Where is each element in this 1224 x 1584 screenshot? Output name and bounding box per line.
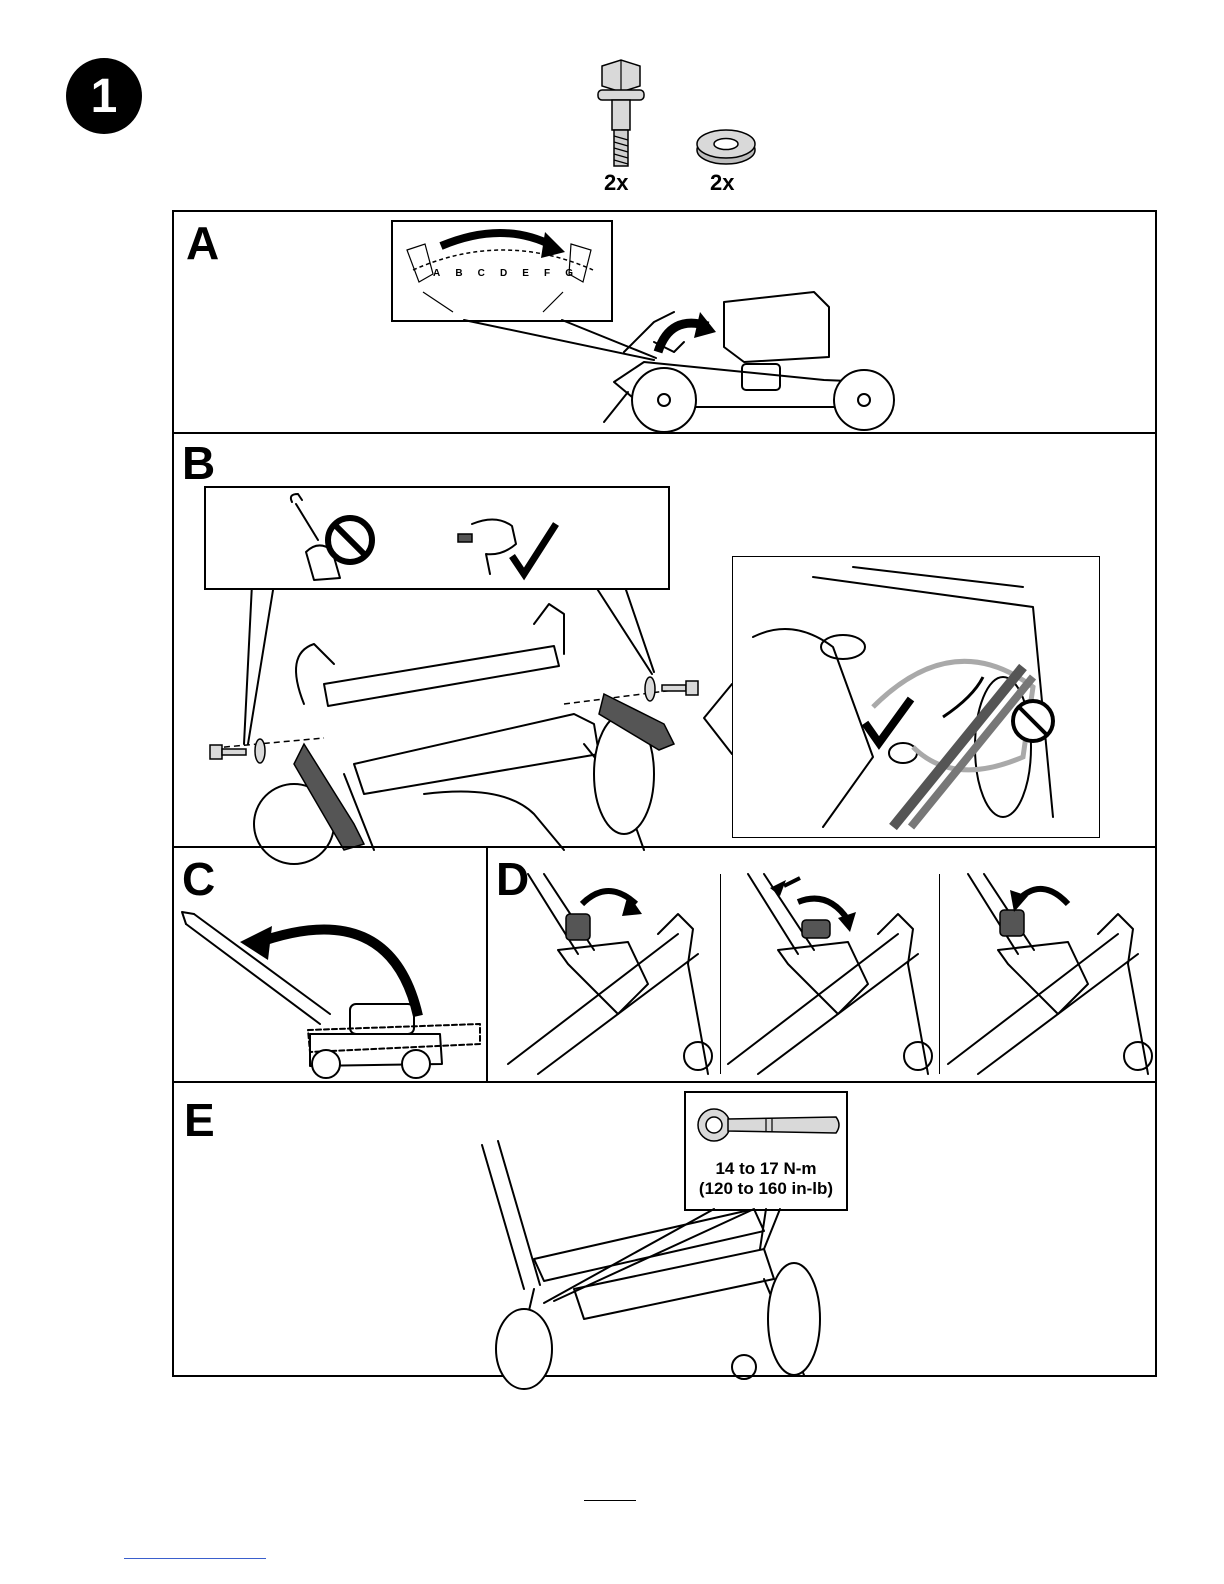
position-g: G bbox=[565, 268, 573, 279]
washer-quantity: 2x bbox=[710, 170, 734, 196]
prohibited-icon bbox=[1009, 697, 1057, 745]
panel-a: A A B C D E F G bbox=[172, 210, 1157, 434]
cable-routing-inset bbox=[732, 556, 1100, 838]
bolt-quantity: 2x bbox=[604, 170, 628, 196]
panel-d-divider-1 bbox=[720, 874, 721, 1074]
b-callout-leader bbox=[244, 584, 654, 754]
position-d: D bbox=[500, 268, 507, 279]
right-bolt-icon bbox=[662, 678, 702, 698]
torque-wrench-icon bbox=[696, 1105, 842, 1145]
callout-leader-lines bbox=[464, 320, 664, 370]
page-number-rule bbox=[584, 1500, 636, 1501]
position-e: E bbox=[522, 268, 529, 279]
position-c: C bbox=[478, 268, 485, 279]
handle-raise-diagram bbox=[180, 904, 480, 1080]
torque-callout-leaders bbox=[544, 1209, 784, 1305]
no-wrench-icon bbox=[288, 492, 378, 584]
panel-b: B bbox=[172, 432, 1157, 848]
torque-callout: 14 to 17 N-m (120 to 160 in-lb) bbox=[684, 1091, 848, 1211]
torque-value-imperial: (120 to 160 in-lb) bbox=[686, 1179, 846, 1199]
height-adjust-callout: A B C D E F G bbox=[391, 220, 613, 322]
cable-routing-diagram bbox=[733, 557, 1097, 835]
step-number-badge: 1 bbox=[66, 58, 142, 134]
knob-tighten-view bbox=[948, 874, 1158, 1074]
position-f: F bbox=[544, 268, 550, 279]
panel-e-letter: E bbox=[184, 1097, 215, 1143]
panel-d: D bbox=[486, 846, 1157, 1083]
washer-icon bbox=[696, 126, 756, 166]
bolt-icon bbox=[594, 60, 648, 170]
footer-link-underline bbox=[124, 1558, 266, 1559]
height-positions: A B C D E F G bbox=[433, 268, 573, 279]
knob-loosen-view bbox=[508, 874, 718, 1074]
check-mark-icon bbox=[861, 695, 915, 747]
position-a: A bbox=[433, 268, 440, 279]
inset-pointer bbox=[702, 684, 734, 754]
torque-value-metric: 14 to 17 N-m bbox=[686, 1159, 846, 1179]
panel-a-letter: A bbox=[186, 220, 219, 266]
panel-e: E 14 to 17 N-m (120 to 160 in-lb) bbox=[172, 1081, 1157, 1377]
panel-d-divider-2 bbox=[939, 874, 940, 1074]
position-b: B bbox=[455, 268, 462, 279]
panel-c: C bbox=[172, 846, 488, 1083]
tighten-by-hand-callout bbox=[204, 486, 670, 590]
panel-b-letter: B bbox=[182, 440, 215, 486]
hand-tighten-check-icon bbox=[456, 494, 566, 584]
knob-reposition-view bbox=[728, 874, 938, 1074]
panel-c-letter: C bbox=[182, 856, 215, 902]
